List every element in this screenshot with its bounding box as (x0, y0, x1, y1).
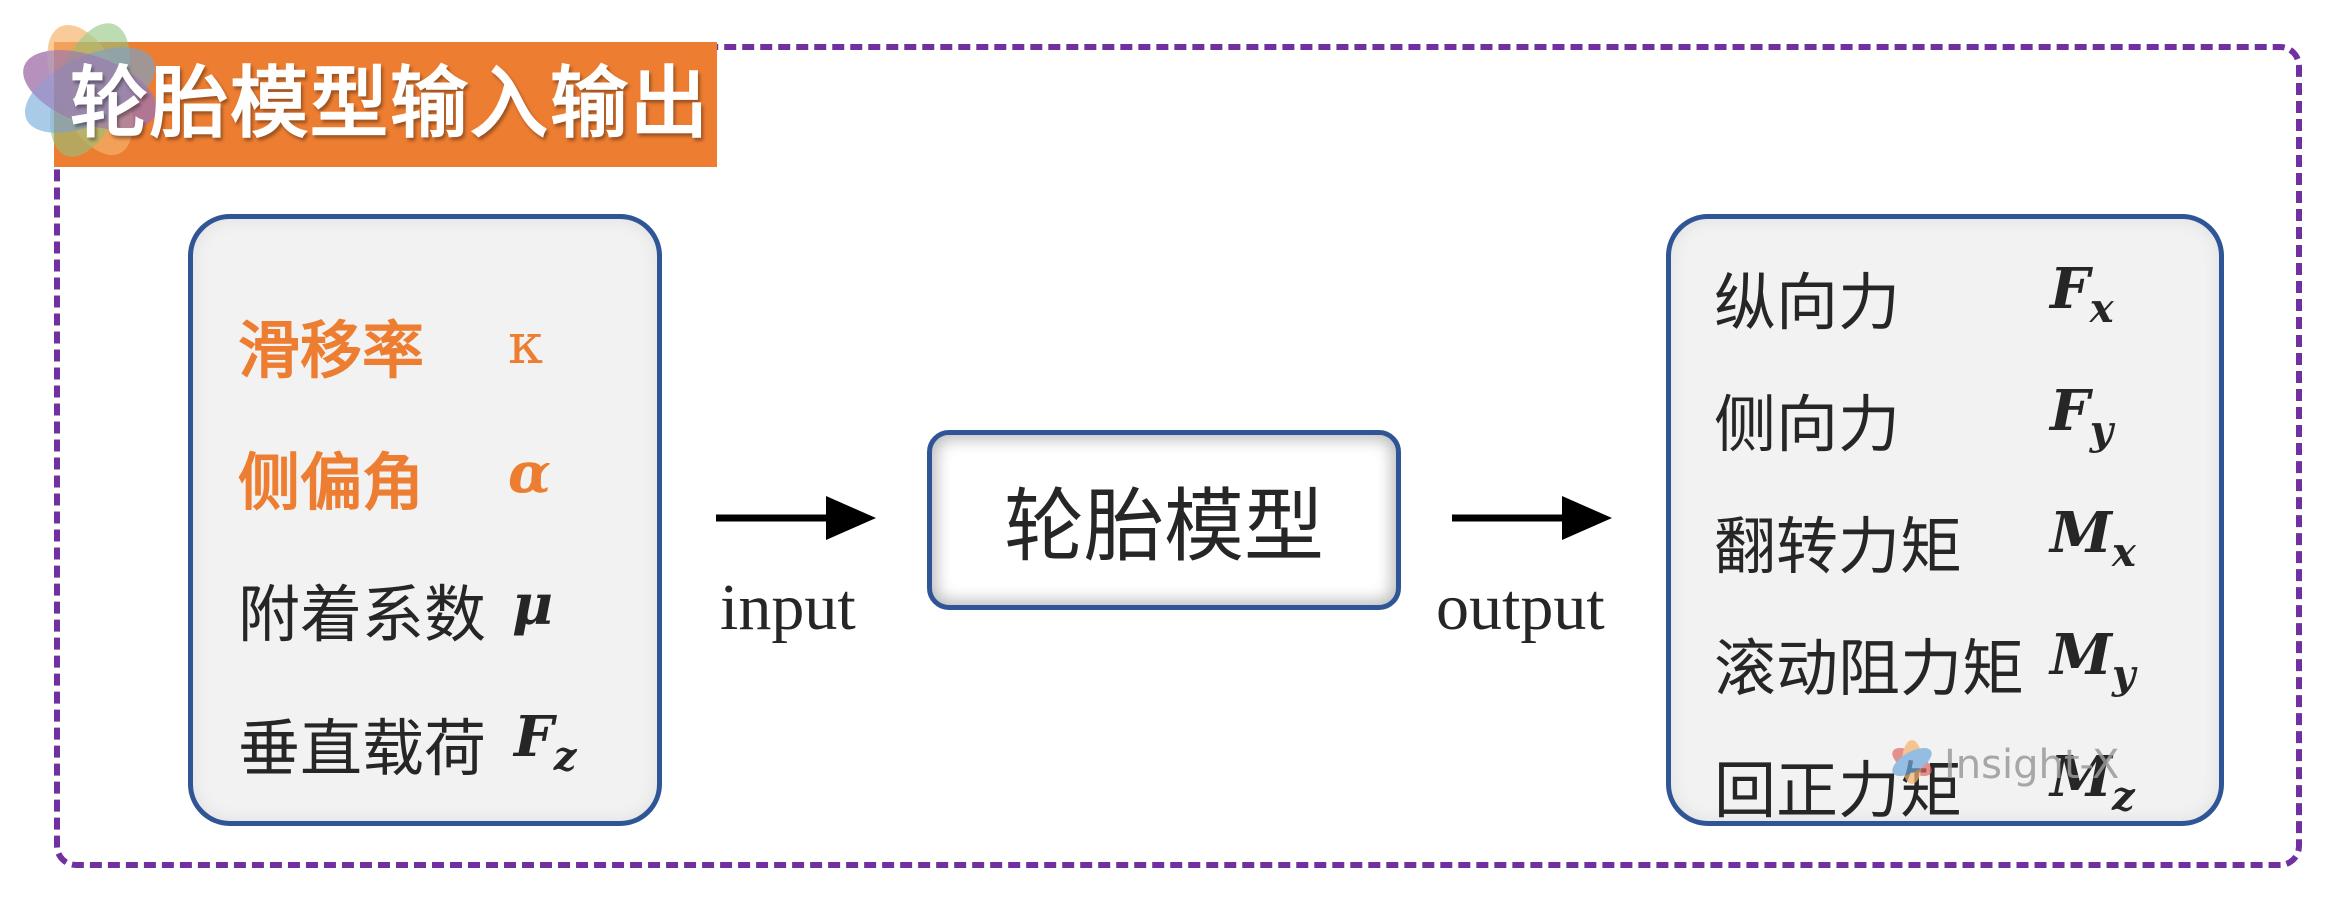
watermark-icon (1892, 740, 1932, 784)
output-symbol-longitudinal: Fx (2050, 256, 2114, 332)
title-banner (54, 42, 717, 167)
output-symbol-rolling-resistance: My (2050, 622, 2136, 698)
input-panel (188, 214, 662, 826)
input-label-vertical-load: 垂直载荷 (238, 712, 487, 785)
watermark-text: Insight-X (1944, 742, 2120, 788)
input-label-slip-angle: 侧偏角 (238, 446, 425, 519)
input-symbol-adhesion: μ (512, 572, 553, 638)
output-symbol-lateral: Fy (2050, 378, 2114, 454)
input-symbol-vertical-load: Fz (514, 704, 577, 780)
tire-model-box: 轮胎模型 (927, 430, 1401, 610)
output-symbol-overturning: Mx (2050, 500, 2136, 576)
output-panel (1666, 214, 2224, 826)
output-label-overturning: 翻转力矩 (1714, 510, 1963, 583)
dashed-frame (54, 44, 2302, 868)
input-arrow-label: input (720, 571, 856, 644)
input-arrow (716, 496, 876, 540)
input-symbol-slip-angle: α (508, 440, 552, 506)
output-label-longitudinal: 纵向力 (1714, 266, 1901, 339)
output-arrow-label: output (1436, 571, 1605, 644)
logo-icon (23, 23, 157, 157)
input-symbol-slip: κ (508, 312, 543, 377)
output-arrow (1452, 496, 1612, 540)
output-label-lateral: 侧向力 (1714, 388, 1901, 461)
tire-model-label: 轮胎模型 (1004, 480, 1324, 573)
output-label-rolling-resistance: 滚动阻力矩 (1714, 632, 2025, 705)
page-title: 轮胎模型输入输出 (70, 59, 711, 149)
input-label-adhesion: 附着系数 (238, 578, 487, 651)
input-label-slip: 滑移率 (238, 314, 425, 387)
output-symbol-aligning: Mz (2050, 744, 2135, 820)
